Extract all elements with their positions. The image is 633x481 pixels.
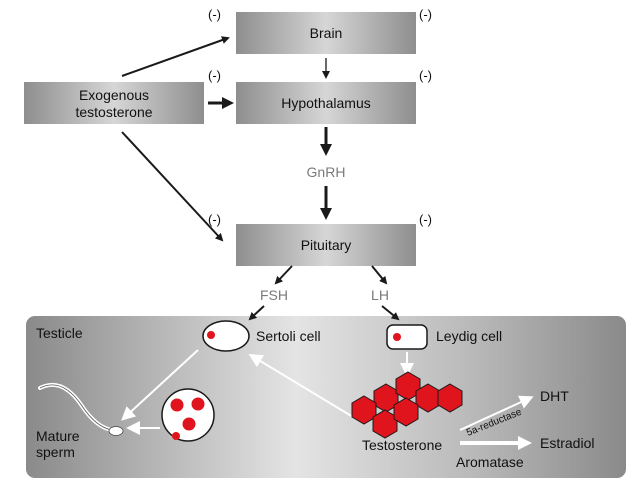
exogenous-testosterone-box <box>24 82 204 124</box>
dht-label: DHT <box>540 388 569 404</box>
gnrh-label: GnRH <box>307 164 346 180</box>
hexagon <box>351 395 377 425</box>
feedback-mark-pituitary-right: (-) <box>419 212 432 227</box>
arrow-pituitary-to-fsh <box>274 265 293 285</box>
arrow-fsh-to-sertoli <box>248 305 265 321</box>
testosterone-molecule <box>351 371 463 439</box>
fsh-label: FSH <box>260 287 288 303</box>
brain-box <box>236 12 416 54</box>
arrow-testosterone-to-sertoli <box>248 353 359 421</box>
feedback-mark-hypothalamus-right: (-) <box>419 68 432 83</box>
brain-label: Brain <box>310 25 343 41</box>
feedback-mark-pituitary-left: (-) <box>208 212 221 227</box>
spermatid-cell <box>161 388 215 442</box>
arrow-testosterone-to-dht <box>459 395 534 431</box>
arrow-lh-to-leydig <box>381 305 400 321</box>
arrow-exogenous-to-brain <box>121 36 230 77</box>
hypothalamus-box <box>236 82 416 124</box>
arrow-sertoli-to-sperm <box>121 349 199 421</box>
sertoli-cell-shape <box>202 320 250 352</box>
estradiol-label: Estradiol <box>540 435 594 451</box>
pituitary-box <box>236 224 416 266</box>
mature-sperm-label-line2: sperm <box>36 444 75 460</box>
aromatase-label: Aromatase <box>456 454 524 470</box>
hexagon <box>393 397 419 427</box>
mature-sperm-head <box>108 426 124 436</box>
leydig-cell-shape <box>386 324 428 350</box>
testosterone-label: Testosterone <box>362 437 442 453</box>
testicle-label: Testicle <box>36 325 83 341</box>
sertoli-cell-label: Sertoli cell <box>256 328 321 344</box>
sertoli-cell-nucleus <box>207 331 215 339</box>
spermatid-dot <box>191 397 205 411</box>
arrow-exogenous-to-pituitary <box>121 131 224 242</box>
testicle-panel <box>26 316 626 478</box>
arrow-pituitary-to-lh <box>371 265 388 285</box>
hexagon <box>437 383 463 413</box>
feedback-mark-brain-left: (-) <box>208 7 221 22</box>
spermatid-dot <box>172 432 180 440</box>
leydig-cell-nucleus <box>393 333 401 341</box>
spermatid-dot <box>170 398 184 412</box>
exogenous-label-line1: Exogenous <box>79 87 149 103</box>
mature-sperm-tail-outline <box>39 384 113 431</box>
pituitary-label: Pituitary <box>301 237 352 253</box>
lh-label: LH <box>371 287 389 303</box>
hypothalamus-label: Hypothalamus <box>281 95 371 111</box>
feedback-mark-hypothalamus-left: (-) <box>208 68 221 83</box>
feedback-mark-brain-right: (-) <box>419 7 432 22</box>
leydig-cell-label: Leydig cell <box>436 328 502 344</box>
mature-sperm-label-line1: Mature <box>36 428 80 444</box>
exogenous-label-line2: testosterone <box>75 104 152 120</box>
spermatid-dot <box>182 417 196 431</box>
